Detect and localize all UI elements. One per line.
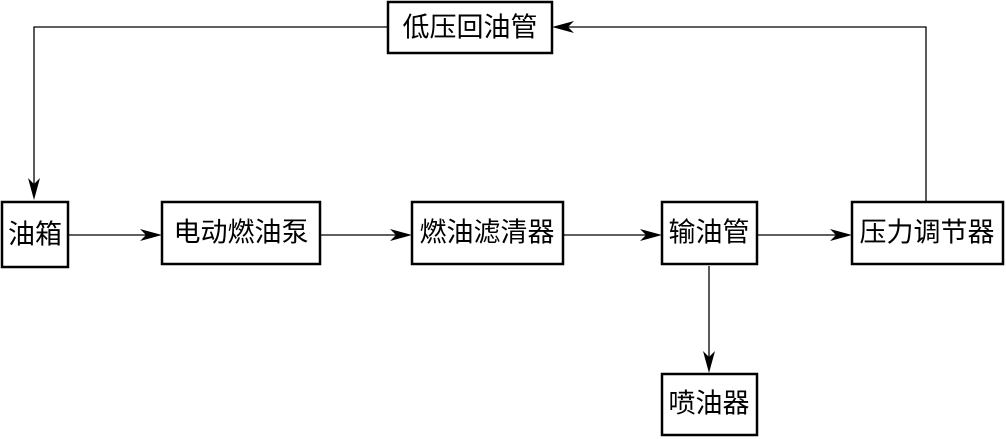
node-label-pressure-regulator: 压力调节器 — [860, 218, 995, 249]
node-low-pressure-return: 低压回油管 — [386, 0, 554, 55]
node-fuel-filter: 燃油滤清器 — [410, 200, 565, 266]
arrowhead-pipe-to-regulator — [830, 229, 852, 241]
edge-regulator-to-return — [564, 26, 927, 202]
node-label-fuel-pipe: 输油管 — [669, 218, 750, 249]
node-label-electric-pump: 电动燃油泵 — [174, 218, 309, 249]
node-label-low-pressure-return: 低压回油管 — [403, 13, 538, 44]
node-label-fuel-tank: 油箱 — [8, 220, 62, 251]
arrowhead-tank-to-pump — [140, 229, 162, 241]
arrowhead-regulator-to-return — [552, 21, 574, 33]
node-label-fuel-filter: 燃油滤清器 — [420, 218, 555, 249]
node-label-injector: 喷油器 — [669, 389, 750, 420]
arrowhead-pipe-to-injector — [703, 351, 715, 373]
node-fuel-tank: 油箱 — [0, 200, 70, 269]
arrowhead-filter-to-pipe — [640, 229, 662, 241]
node-injector: 喷油器 — [660, 372, 759, 437]
arrowhead-return-to-tank — [28, 178, 40, 200]
node-electric-pump: 电动燃油泵 — [160, 200, 322, 266]
node-pressure-regulator: 压力调节器 — [850, 200, 1005, 266]
edge-return-to-tank — [33, 26, 388, 188]
edges — [28, 21, 927, 373]
node-fuel-pipe: 输油管 — [660, 200, 759, 266]
arrowhead-pump-to-filter — [390, 229, 412, 241]
